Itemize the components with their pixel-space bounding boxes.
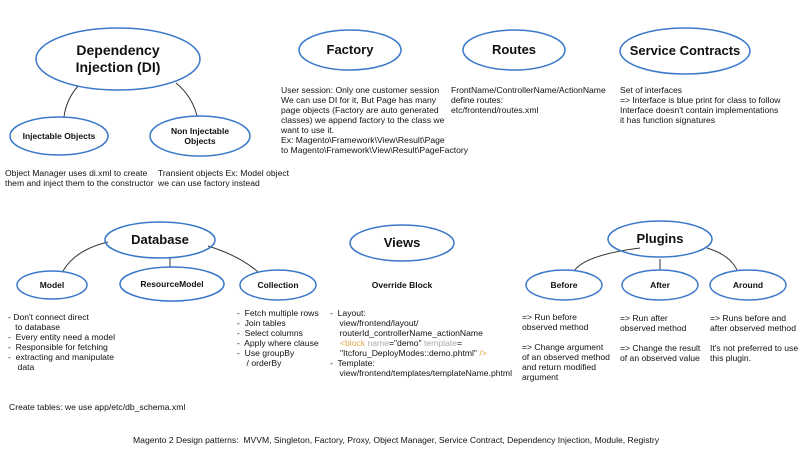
collection-ellipse <box>239 269 317 301</box>
after-ellipse <box>621 269 699 301</box>
code-template: template <box>421 338 457 348</box>
layout-note: - Layout: view/frontend/layout/ routerId… <box>330 308 483 338</box>
injectable-note: Object Manager uses di.xml to create the… <box>5 168 154 188</box>
connector <box>207 245 259 273</box>
non-injectable-note: Transient objects Ex: Model object we ca… <box>158 168 290 188</box>
model-note: - Don't connect direct to database - Eve… <box>8 312 115 372</box>
non-injectable-ellipse <box>149 115 251 157</box>
before-note: => Run before observed method => Change … <box>522 312 610 382</box>
code-eq: = <box>456 338 462 348</box>
injectable-label: Injectable Objects <box>22 130 96 141</box>
di-title: Dependency Injection (DI) <box>75 42 161 75</box>
resource-model-label: ResourceModel <box>140 278 204 289</box>
plugins-ellipse <box>607 220 713 258</box>
connector <box>706 247 738 271</box>
code-name: name <box>365 338 389 348</box>
collection-note: - Fetch multiple rows - Join tables - Se… <box>237 308 319 368</box>
non-injectable-label: Non Injectable Objects <box>170 125 230 146</box>
resource-ellipse <box>119 266 225 302</box>
views-ellipse <box>349 224 455 262</box>
code-demo: ="demo" <box>388 338 422 348</box>
service-note: Set of interfaces => Interface is blue p… <box>620 85 781 125</box>
connector <box>63 85 79 118</box>
around-label: Around <box>732 279 764 290</box>
block-code: <block name="demo" template= <box>340 338 462 348</box>
block-code-line2: "Itcforu_DeployModes::demo.phtml" /> <box>340 348 487 358</box>
factory-title: Factory <box>326 42 374 58</box>
footer-design-patterns: Magento 2 Design patterns: MVVM, Singlet… <box>133 435 660 445</box>
code-open: <block <box>340 338 366 348</box>
connector <box>573 247 641 272</box>
routes-title: Routes <box>491 42 537 58</box>
routes-note: FrontName/ControllerName/ActionName defi… <box>451 85 606 115</box>
after-note: => Run after observed method => Change t… <box>620 313 701 363</box>
before-ellipse <box>525 269 603 301</box>
code-close: /> <box>476 348 487 358</box>
database-ellipse <box>104 221 216 259</box>
override-block-label: Override Block <box>371 279 433 290</box>
model-label: Model <box>39 279 65 290</box>
template-note: - Template: view/frontend/templates/temp… <box>330 358 512 378</box>
service-contracts-title: Service Contracts <box>629 43 741 59</box>
connector <box>62 241 109 272</box>
after-label: After <box>650 279 670 290</box>
collection-label: Collection <box>257 279 299 290</box>
around-note: => Runs before and after observed method… <box>710 313 799 363</box>
routes-ellipse <box>462 29 566 71</box>
factory-note: User session: Only one customer session … <box>281 85 469 155</box>
factory-ellipse <box>298 29 402 71</box>
plugins-title: Plugins <box>636 231 684 247</box>
create-tables-note: Create tables: we use app/etc/db_schema.… <box>9 402 186 412</box>
views-title: Views <box>383 235 421 251</box>
before-label: Before <box>550 279 578 290</box>
database-title: Database <box>131 232 189 248</box>
injectable-ellipse <box>9 116 109 156</box>
code-line2: "Itcforu_DeployModes::demo.phtml" <box>340 348 477 358</box>
service-ellipse <box>619 27 751 75</box>
di-ellipse <box>35 27 201 91</box>
connector <box>175 82 198 117</box>
model-ellipse <box>16 270 88 300</box>
around-ellipse <box>709 269 787 301</box>
